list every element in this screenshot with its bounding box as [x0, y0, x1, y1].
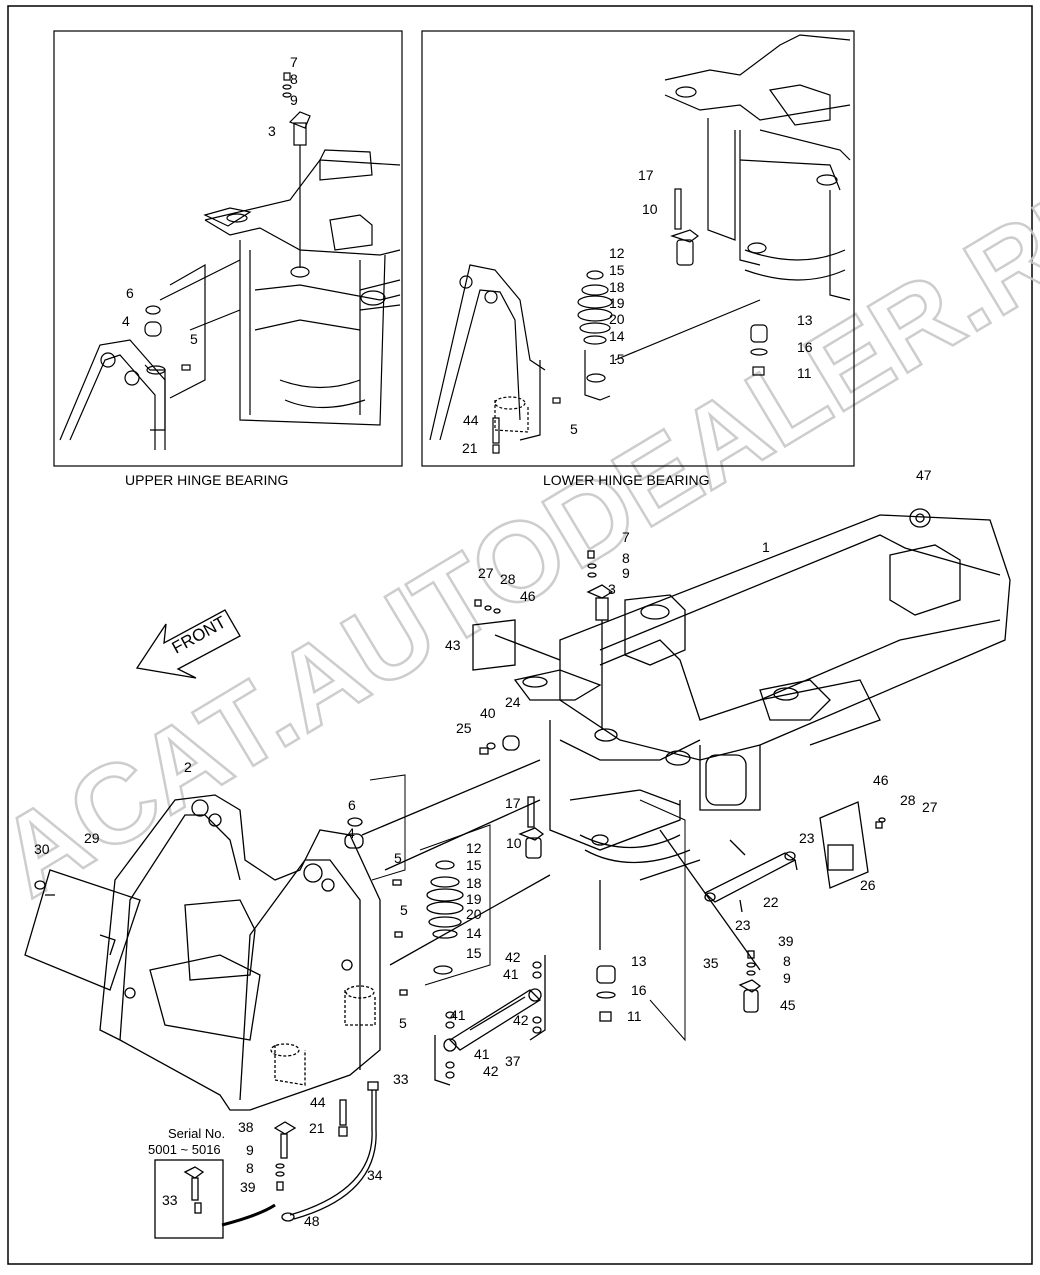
callout-main-28: 28	[500, 571, 516, 587]
callout-main-4: 4	[347, 825, 355, 841]
callout-main-29: 29	[84, 830, 100, 846]
callout-main-33: 33	[393, 1071, 409, 1087]
callout-main-9: 9	[622, 565, 630, 581]
callout-main-25: 25	[456, 720, 472, 736]
callout-main-27: 27	[922, 799, 938, 815]
callout-lower-15: 15	[609, 262, 625, 278]
lower-hinge-inset	[421, 30, 855, 467]
callout-main-23: 23	[735, 917, 751, 933]
callout-main-41: 41	[503, 966, 519, 982]
callout-layer: 7893645171012151819201415131611544214717…	[34, 54, 938, 1229]
upper-hinge-caption: UPPER HINGE BEARING	[125, 472, 289, 488]
callout-main-46: 46	[873, 772, 889, 788]
callout-upper-9: 9	[290, 92, 298, 108]
front-arrow-label: FRONT	[169, 612, 229, 657]
callout-upper-4: 4	[122, 313, 130, 329]
callout-main-42: 42	[513, 1012, 529, 1028]
callout-lower-10: 10	[642, 201, 658, 217]
callout-main-40: 40	[480, 705, 496, 721]
callout-lower-16: 16	[797, 339, 813, 355]
callout-main-1: 1	[762, 539, 770, 555]
callout-main-5: 5	[394, 850, 402, 866]
callout-main-9: 9	[246, 1142, 254, 1158]
callout-main-22: 22	[763, 894, 779, 910]
callout-main-15: 15	[466, 945, 482, 961]
callout-main-41: 41	[474, 1046, 490, 1062]
callout-main-27: 27	[478, 565, 494, 581]
callout-upper-5: 5	[190, 331, 198, 347]
callout-upper-7: 7	[290, 54, 298, 70]
callout-main-45: 45	[780, 997, 796, 1013]
callout-main-39: 39	[240, 1179, 256, 1195]
serial-range: 5001 ~ 5016	[148, 1142, 221, 1157]
callout-main-41: 41	[450, 1007, 466, 1023]
callout-upper-3: 3	[268, 123, 276, 139]
leader-boxes	[369, 774, 686, 1042]
callout-lower-44: 44	[463, 412, 479, 428]
callout-main-47: 47	[916, 467, 932, 483]
callout-main-8: 8	[246, 1160, 254, 1176]
callout-main-24: 24	[505, 694, 521, 710]
callout-main-23: 23	[799, 830, 815, 846]
callout-main-21: 21	[309, 1120, 325, 1136]
callout-lower-5: 5	[570, 421, 578, 437]
callout-main-5: 5	[399, 1015, 407, 1031]
callout-lower-20: 20	[609, 311, 625, 327]
callout-main-7: 7	[622, 529, 630, 545]
callout-main-19: 19	[466, 891, 482, 907]
upper-hinge-inset	[53, 30, 403, 467]
callout-lower-11: 11	[797, 365, 812, 381]
callout-main-17: 17	[505, 795, 521, 811]
callout-main-30: 30	[34, 841, 50, 857]
callout-main-18: 18	[466, 875, 482, 891]
main-assembly	[24, 508, 1011, 1239]
callout-main-9: 9	[783, 970, 791, 986]
callout-main-13: 13	[631, 953, 647, 969]
callout-main-11: 11	[627, 1008, 642, 1024]
callout-main-5: 5	[400, 902, 408, 918]
callout-main-39: 39	[778, 933, 794, 949]
callout-main-42: 42	[483, 1063, 499, 1079]
callout-main-12: 12	[466, 840, 482, 856]
callout-main-42: 42	[505, 949, 521, 965]
callout-lower-18: 18	[609, 279, 625, 295]
callout-main-8: 8	[622, 550, 630, 566]
page-frame	[7, 5, 1033, 1265]
callout-main-26: 26	[860, 877, 876, 893]
callout-lower-19: 19	[609, 295, 625, 311]
callout-upper-8: 8	[290, 71, 298, 87]
callout-main-2: 2	[184, 759, 192, 775]
callout-main-33: 33	[162, 1192, 178, 1208]
callout-main-16: 16	[631, 982, 647, 998]
callout-main-43: 43	[445, 637, 461, 653]
callout-main-35: 35	[703, 955, 719, 971]
callout-main-8: 8	[783, 953, 791, 969]
callout-main-37: 37	[505, 1053, 521, 1069]
callout-main-3: 3	[608, 581, 616, 597]
callout-main-10: 10	[506, 835, 522, 851]
callout-main-38: 38	[238, 1119, 254, 1135]
serial-label: Serial No.	[168, 1126, 226, 1141]
lower-hinge-caption: LOWER HINGE BEARING	[543, 472, 710, 488]
callout-lower-17: 17	[638, 167, 654, 183]
callout-main-6: 6	[348, 797, 356, 813]
callout-main-34: 34	[367, 1167, 383, 1183]
callout-main-46: 46	[520, 588, 536, 604]
callout-upper-6: 6	[126, 285, 134, 301]
callout-main-14: 14	[466, 925, 482, 941]
callout-main-28: 28	[900, 792, 916, 808]
callout-main-48: 48	[304, 1213, 320, 1229]
callout-lower-21: 21	[462, 440, 478, 456]
callout-lower-12: 12	[609, 245, 625, 261]
callout-main-44: 44	[310, 1094, 326, 1110]
callout-lower-15: 15	[609, 351, 625, 367]
callout-main-15: 15	[466, 857, 482, 873]
callout-lower-13: 13	[797, 312, 813, 328]
callout-main-20: 20	[466, 906, 482, 922]
callout-lower-14: 14	[609, 328, 625, 344]
